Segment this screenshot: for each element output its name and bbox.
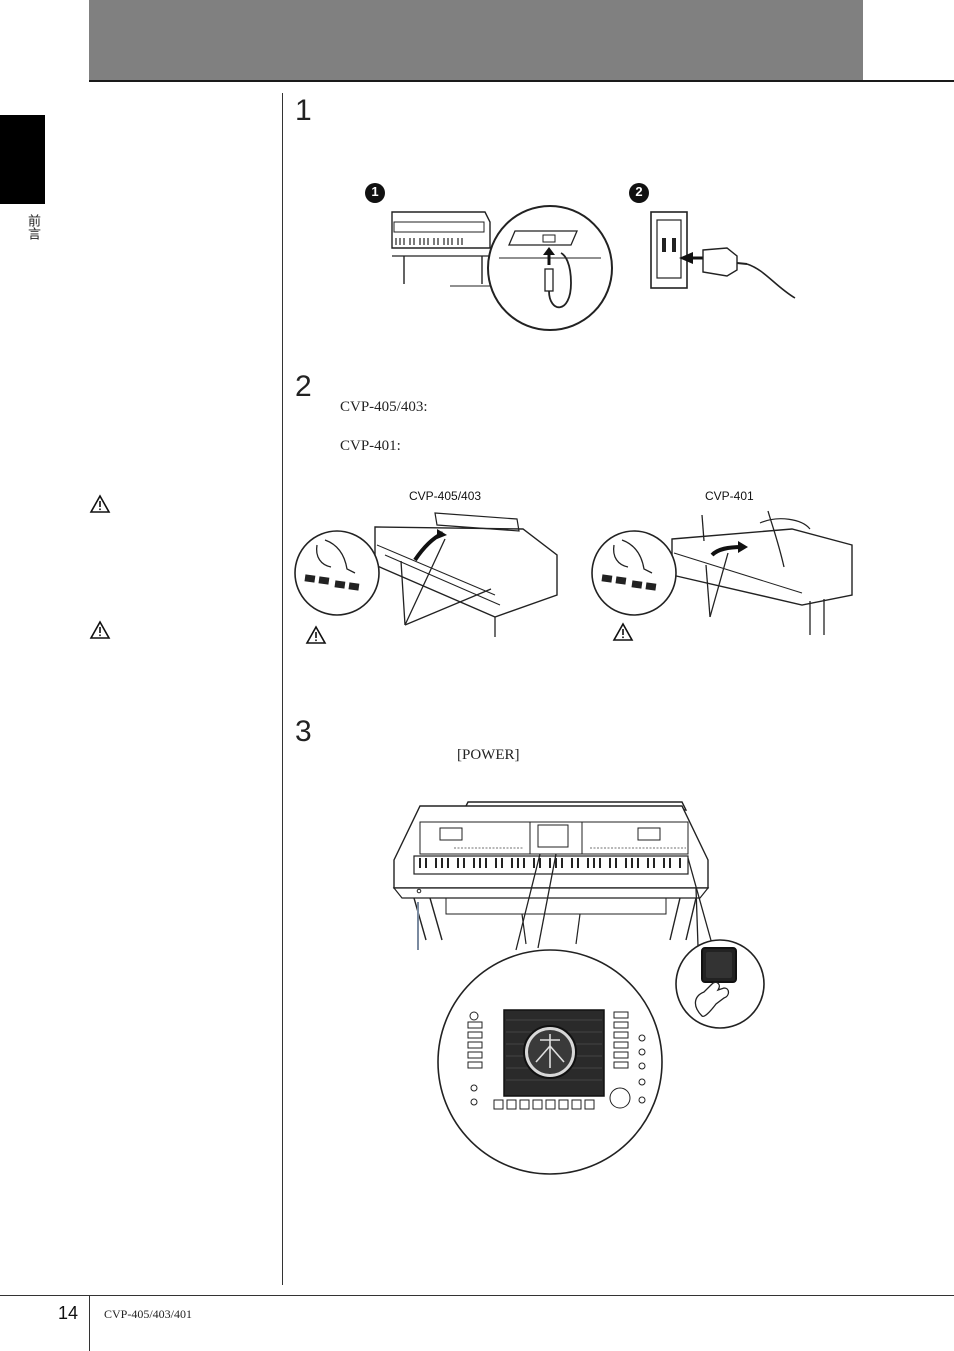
step2-line-cvp401: CVP-401: bbox=[340, 438, 401, 454]
power-jack-zoom-illustration bbox=[487, 205, 613, 331]
badge-icon bbox=[629, 183, 649, 203]
footer-rule bbox=[0, 1295, 954, 1296]
step1-figure: 1 2 bbox=[360, 178, 800, 338]
power-button-label: [POWER] bbox=[457, 747, 520, 763]
badge-icon bbox=[365, 183, 385, 203]
step2-line-cvp405-403: CVP-405/403: bbox=[340, 399, 428, 415]
piano-corner-illustration bbox=[391, 211, 520, 287]
warning-icon bbox=[305, 625, 327, 644]
instrument-power-on-illustration bbox=[392, 801, 765, 1175]
step-number: 3 bbox=[295, 715, 312, 748]
side-tab bbox=[0, 115, 45, 204]
side-tab-label: 前言 bbox=[25, 214, 40, 240]
column-divider bbox=[282, 93, 283, 1285]
cvp405-key-cover-illustration bbox=[294, 512, 558, 637]
step-number: 2 bbox=[295, 370, 312, 403]
header-rule bbox=[89, 80, 954, 82]
badge-label: 1 bbox=[371, 184, 379, 199]
cvp401-key-cover-illustration bbox=[591, 510, 853, 635]
figure-label-cvp405-403: CVP-405/403 bbox=[409, 489, 482, 503]
page-number: 14 bbox=[58, 1303, 79, 1323]
warning-icon bbox=[89, 620, 111, 639]
footer-divider bbox=[89, 1295, 90, 1351]
footer-model-name: CVP-405/403/401 bbox=[104, 1307, 193, 1321]
badge-label: 2 bbox=[635, 184, 643, 199]
figure-label-cvp401: CVP-401 bbox=[705, 489, 754, 503]
wall-outlet-illustration bbox=[650, 211, 796, 299]
step-number: 1 bbox=[295, 94, 312, 127]
warning-icon bbox=[89, 494, 111, 513]
header-band bbox=[89, 0, 863, 80]
warning-icon bbox=[612, 622, 634, 641]
